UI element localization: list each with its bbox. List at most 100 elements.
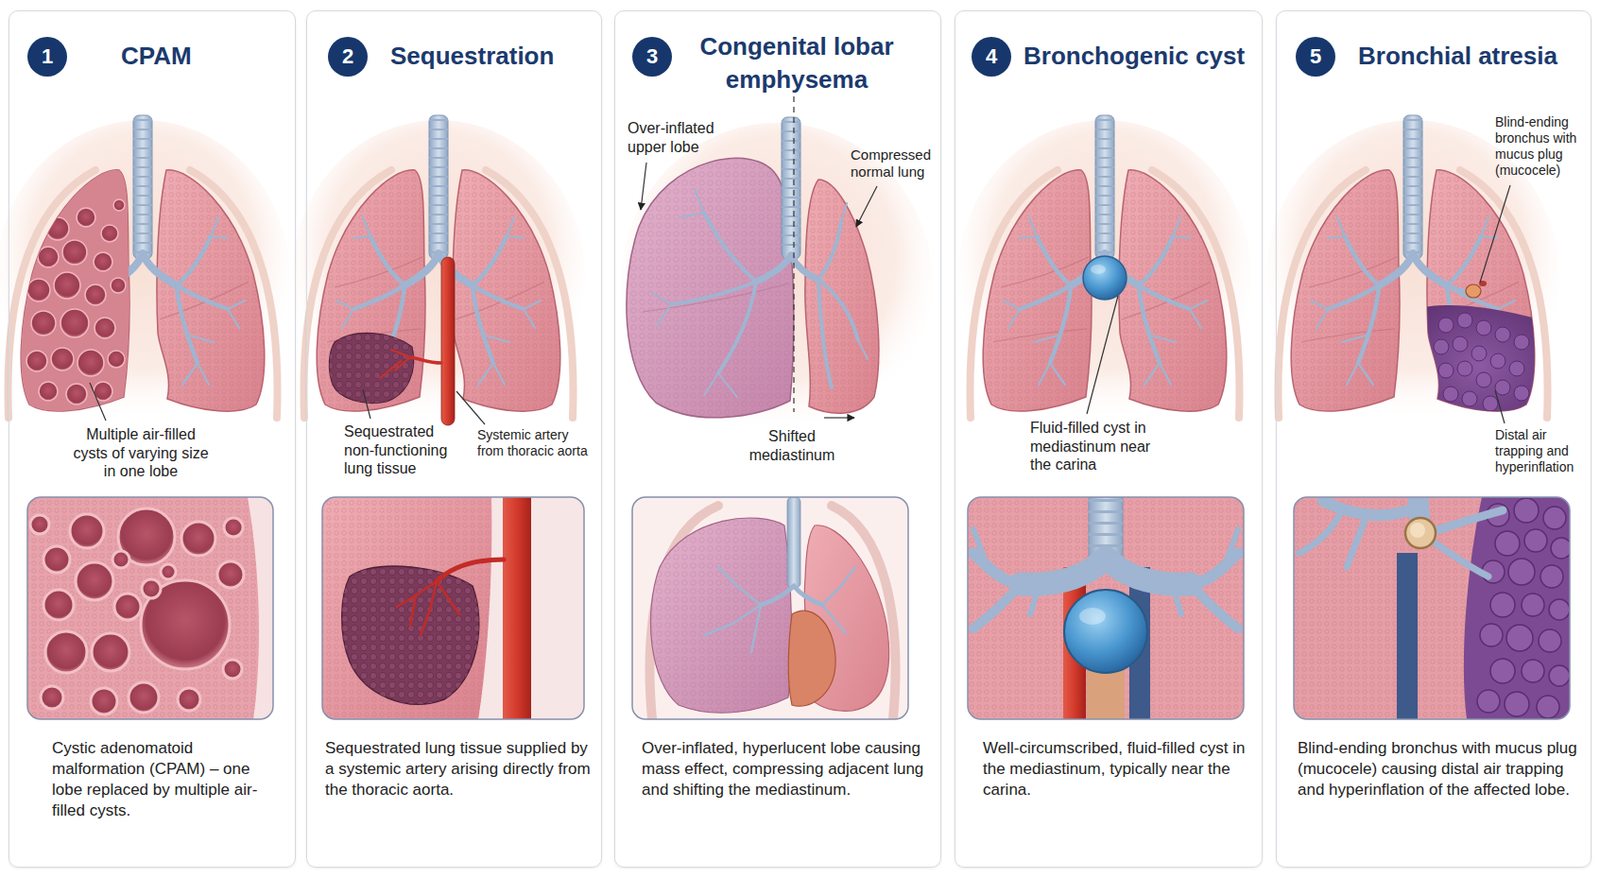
atresia-inset (1433, 510, 1503, 532)
sequestration-chest (441, 257, 455, 426)
panel-caption: Cystic adenomatoid malformation (CPAM) –… (51, 738, 275, 822)
panel-title: Bronchogenic cyst (1023, 42, 1245, 71)
emphysema-inset (760, 585, 823, 605)
sequestration-chest (379, 349, 411, 379)
atresia-inset (1431, 540, 1489, 577)
emphysema-chest (626, 157, 794, 417)
atresia-chest (1476, 372, 1492, 388)
atresia-chest (1476, 320, 1492, 336)
emphysema-chest (824, 416, 855, 418)
atresia-inset (1405, 517, 1436, 549)
number-badge: 5 (1295, 36, 1336, 77)
leader-line (362, 389, 371, 419)
atresia-inset (1490, 592, 1515, 618)
cpam-inset (91, 633, 130, 671)
atresia-chest (1403, 305, 1555, 428)
cpam-inset (217, 561, 244, 588)
cpam-chest (77, 349, 104, 377)
text-wrap: CPAM (120, 42, 292, 71)
atresia-inset (1538, 629, 1562, 653)
emphysema-chest (805, 179, 879, 413)
badge-number: 1 (41, 46, 53, 68)
bronchogenic-chest (1090, 264, 1106, 275)
sequestration-inset (396, 581, 460, 636)
cpam-chest (93, 252, 113, 272)
cpam-inset (43, 589, 74, 620)
callout-label: Distal air trapping and hyperinflation (1495, 427, 1589, 476)
callout-label: Multiple air-filled cysts of varying siz… (69, 425, 212, 482)
atresia-inset (1548, 665, 1570, 687)
callout-label: Compressed normal lung (850, 146, 940, 182)
number-badge: 3 (632, 36, 672, 77)
bronchogenic-chest (958, 115, 1252, 432)
leader-line (1495, 390, 1505, 424)
cpam-chest (85, 284, 106, 306)
text-wrap: Systemic artery from thoracic aorta (477, 427, 599, 460)
cpam-chest (66, 383, 87, 405)
bronchogenic-inset (967, 497, 1244, 720)
callout-label: Fluid-filled cyst in mediastinum near th… (1030, 418, 1153, 475)
inset-frame (967, 497, 1244, 720)
cpam-inset (223, 517, 243, 537)
atresia-inset (1521, 593, 1545, 617)
cpam-chest (113, 199, 125, 211)
cpam-chest (101, 224, 119, 242)
cpam-inset (177, 688, 201, 711)
emphysema-chest (652, 189, 868, 397)
text-wrap: Congenital lobar emphysema (683, 30, 911, 97)
cpam-chest (53, 272, 81, 299)
panel-title: Bronchial atresia (1358, 42, 1558, 71)
cpam-inset (75, 562, 114, 601)
cpam-inset (223, 659, 242, 679)
atresia-inset (1479, 623, 1503, 647)
cpam-inset (160, 564, 176, 580)
emphysema-chest (642, 283, 790, 312)
cpam-inset (43, 546, 70, 573)
text-wrap: Fluid-filled cyst in mediastinum near th… (1030, 418, 1153, 475)
badge-number: 3 (646, 46, 658, 68)
atresia-chest (1403, 305, 1555, 428)
text-wrap: Shifted mediastinum (735, 427, 849, 465)
sequestration-inset (322, 497, 585, 720)
emphysema-chest (670, 212, 859, 388)
number-badge: 1 (27, 36, 68, 77)
atresia-chest (1457, 361, 1473, 377)
leader-line (89, 382, 106, 421)
text-wrap: Distal air trapping and hyperinflation (1495, 427, 1589, 476)
cpam-chest (27, 278, 51, 302)
atresia-inset (1550, 537, 1570, 559)
sequestration-chest (410, 357, 442, 363)
cpam-chest (20, 170, 130, 412)
bronchogenic-chest (1083, 256, 1127, 300)
text-wrap: Bronchogenic cyst (1023, 42, 1258, 71)
atresia-inset (1508, 558, 1535, 585)
inset-frame (1293, 497, 1570, 720)
inset-frame (322, 497, 585, 720)
cpam-chest (0, 115, 290, 432)
atresia-chest (1462, 391, 1478, 407)
text-wrap: Over-inflated, hyperlucent lobe causing … (641, 738, 930, 801)
atresia-chest (1495, 379, 1511, 396)
bronchogenic-inset (1079, 607, 1106, 625)
bronchogenic-inset (1020, 557, 1191, 585)
cpam-inset (40, 686, 64, 709)
callout-label: Sequestrated non-functioning lung tissue (344, 422, 465, 479)
atresia-chest (1452, 336, 1468, 352)
cpam-inset (140, 580, 230, 670)
cpam-chest (0, 115, 290, 432)
sequestration-inset (342, 566, 480, 705)
sequestration-inset (322, 497, 492, 720)
atresia-inset (1410, 522, 1426, 538)
cpam-chest (26, 350, 48, 372)
sequestration-inset (322, 497, 585, 720)
atresia-chest (1465, 284, 1481, 298)
text-wrap: Blind-ending bronchus with mucus plug (m… (1297, 738, 1586, 801)
sequestration-chest (292, 115, 585, 432)
bronchogenic-inset (973, 552, 1239, 585)
sequestration-inset (322, 497, 492, 720)
sequestration-inset (342, 566, 480, 705)
panel-caption: Sequestrated lung tissue supplied by a s… (325, 738, 595, 801)
text-wrap: Well-circumscribed, fluid-filled cyst in… (982, 738, 1256, 801)
emphysema-chest (626, 157, 794, 417)
